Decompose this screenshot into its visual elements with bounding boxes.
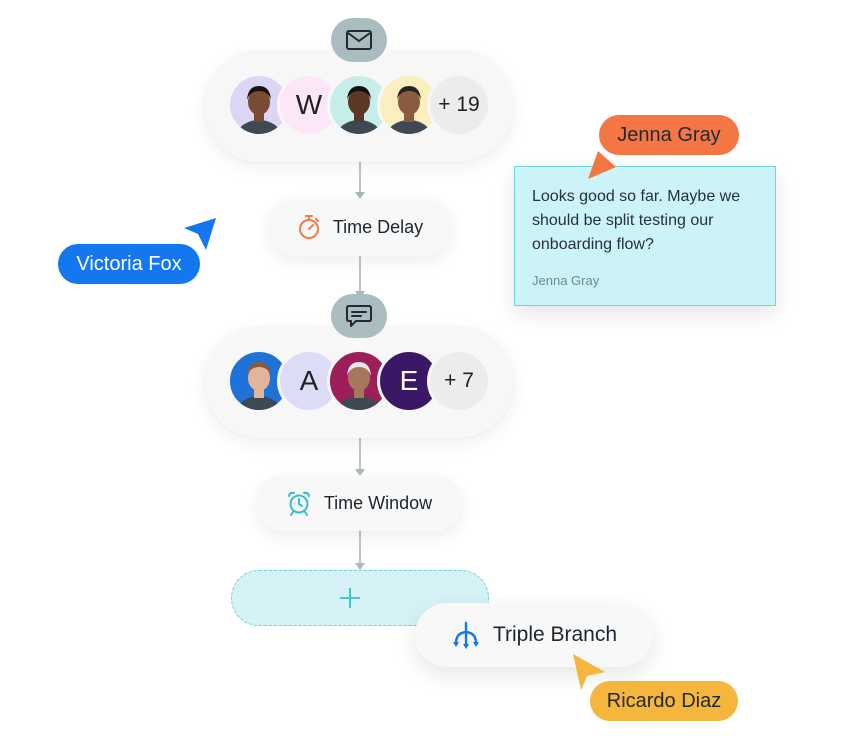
connector-arrow xyxy=(355,192,365,199)
cursor-pointer-icon xyxy=(184,218,216,250)
connector-line xyxy=(359,162,361,198)
time-window-step[interactable]: Time Window xyxy=(256,475,462,531)
triple-branch-step[interactable]: Triple Branch xyxy=(415,603,653,667)
connector-line xyxy=(359,531,361,569)
extra-recipients-count: + 7 xyxy=(427,349,491,413)
alarm-clock-icon xyxy=(287,491,310,516)
cursor-name-tag-ricardo: Ricardo Diaz xyxy=(590,681,738,721)
comment-card[interactable]: Looks good so far. Maybe we should be sp… xyxy=(514,166,776,306)
cursor-name-tag-victoria: Victoria Fox xyxy=(58,244,200,284)
connector-line xyxy=(359,256,361,296)
connector-line xyxy=(359,437,361,475)
cursor-pointer-icon xyxy=(573,654,605,690)
sms-step-badge xyxy=(331,294,387,338)
triple-branch-label: Triple Branch xyxy=(492,623,618,646)
envelope-icon xyxy=(346,30,372,50)
branch-icon xyxy=(452,621,479,649)
stopwatch-icon xyxy=(298,215,319,239)
time-window-label: Time Window xyxy=(323,492,433,513)
connector-arrow xyxy=(355,563,365,570)
time-delay-step[interactable]: Time Delay xyxy=(268,198,452,256)
plus-icon xyxy=(340,588,360,608)
cursor-pointer-icon xyxy=(588,151,616,179)
comment-text: Looks good so far. Maybe we should be sp… xyxy=(532,188,741,253)
time-delay-label: Time Delay xyxy=(332,216,424,237)
email-step-badge xyxy=(331,18,387,62)
connector-arrow xyxy=(355,469,365,476)
cursor-name-tag-jenna: Jenna Gray xyxy=(599,115,739,155)
comment-author: Jenna Gray xyxy=(532,273,600,288)
chat-bubble-icon xyxy=(346,305,372,327)
extra-recipients-count: + 19 xyxy=(427,73,491,137)
